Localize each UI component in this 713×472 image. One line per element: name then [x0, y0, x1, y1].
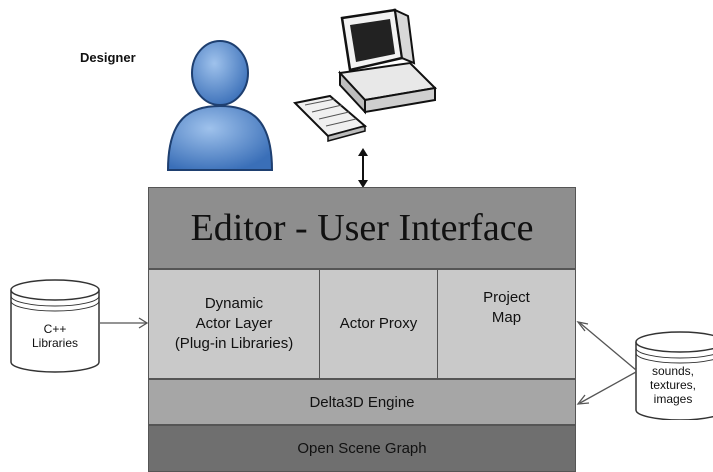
- open-scene-graph-layer: Open Scene Graph: [148, 425, 576, 472]
- dynamic-actor-line-3: (Plug-in Libraries): [174, 335, 294, 352]
- editor-layer-label: Editor - User Interface: [190, 207, 534, 249]
- computer-icon: [292, 8, 438, 142]
- dynamic-actor-layer-cell: Dynamic Actor Layer (Plug-in Libraries): [149, 270, 320, 378]
- designer-label: Designer: [80, 50, 136, 65]
- assets-line-2: textures,: [649, 378, 697, 392]
- cpp-libraries-label: C++ Libraries: [8, 322, 102, 350]
- cpp-to-actor-layer-arrow: [100, 317, 149, 329]
- assets-cylinder-icon: [635, 331, 713, 420]
- assets-to-project-map-arrow: [576, 321, 637, 371]
- designer-person-icon: [166, 40, 274, 171]
- middle-layer: Dynamic Actor Layer (Plug-in Libraries) …: [148, 269, 576, 379]
- assets-line-1: sounds,: [651, 364, 695, 378]
- double-arrow-icon: [358, 148, 368, 188]
- engine-label: Delta3D Engine: [309, 393, 415, 411]
- assets-line-3: images: [653, 392, 693, 406]
- actor-proxy-cell: Actor Proxy: [320, 270, 438, 378]
- project-map-line-1: Project: [483, 289, 530, 306]
- project-map-cell: Project Map: [438, 270, 575, 378]
- project-map-line-2: Map: [491, 309, 522, 326]
- assets-to-engine-arrow: [576, 371, 637, 405]
- cpp-line-2: Libraries: [31, 336, 79, 350]
- editor-user-interface-layer: Editor - User Interface: [148, 187, 576, 269]
- architecture-stack: Editor - User Interface Dynamic Actor La…: [148, 187, 576, 472]
- cpp-line-1: C++: [43, 322, 67, 336]
- scene-graph-label: Open Scene Graph: [297, 440, 427, 457]
- dynamic-actor-line-1: Dynamic: [204, 295, 264, 312]
- cpp-libraries-cylinder-icon: [10, 279, 100, 373]
- delta3d-engine-layer: Delta3D Engine: [148, 379, 576, 425]
- assets-label: sounds, textures, images: [636, 364, 710, 406]
- actor-proxy-label: Actor Proxy: [339, 315, 418, 332]
- dynamic-actor-line-2: Actor Layer: [195, 315, 273, 332]
